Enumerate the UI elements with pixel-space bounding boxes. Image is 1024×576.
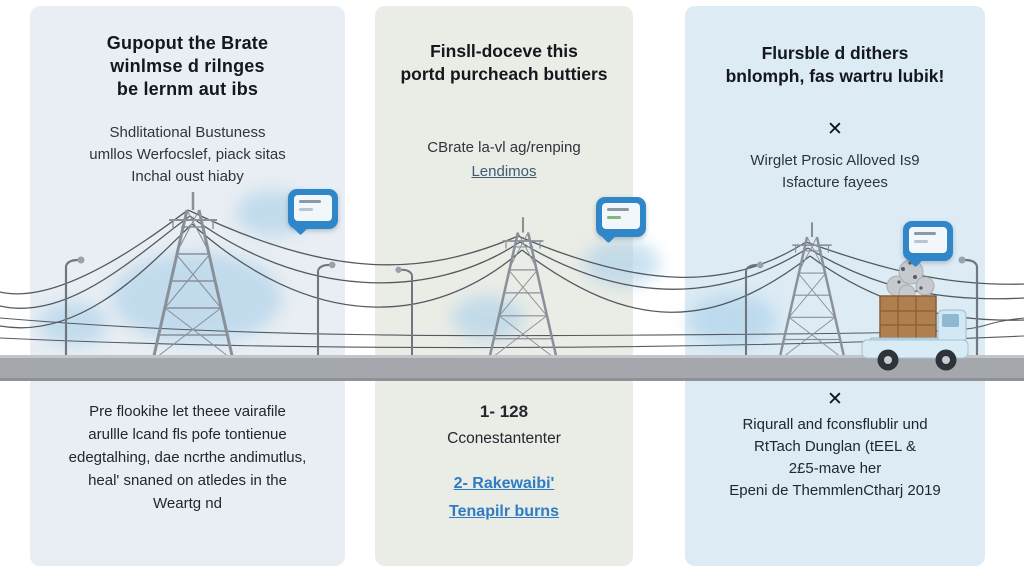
title-line: be lernm aut ibs — [116, 79, 259, 99]
paragraph-line: edegtalhing, dae ncrthe andimutlus, — [68, 449, 307, 466]
power-lines — [0, 209, 1024, 349]
panel-middle — [375, 6, 633, 566]
subtitle-line: Inchal oust hiaby — [131, 168, 244, 185]
cloud-shape — [452, 296, 524, 340]
badge-screen — [909, 227, 947, 253]
title-line: Gupoput the Brate — [106, 33, 269, 53]
media-badge-icon — [903, 221, 953, 268]
paragraph-line: Riqurall and fconsflublir und — [742, 416, 928, 433]
middle-link-2[interactable]: Tenapilr burns — [449, 503, 559, 520]
title-line: Finsll-doceve this — [430, 41, 578, 61]
road — [0, 355, 1024, 381]
cloud-shape — [112, 252, 282, 344]
cross-mark-icon: ✕ — [827, 119, 843, 140]
transmission-tower — [777, 221, 847, 362]
transmission-tower — [151, 190, 235, 362]
middle-link-1[interactable]: 2- Rakewaibi' — [453, 475, 555, 492]
truck — [861, 295, 969, 371]
subtitle-line: Isfacture fayees — [782, 174, 888, 191]
subtitle-line: CBrate la-vl ag/renping — [427, 139, 581, 156]
paragraph-line: RtTach Dunglan (tEEL & — [753, 438, 917, 455]
paragraph-line: Weartg nd — [153, 495, 222, 512]
media-badge-icon — [596, 197, 646, 244]
left-panel-subtitle: Shdlitational Bustuness umllos Werfocsle… — [30, 122, 345, 188]
subtitle-link[interactable]: Lendimos — [471, 163, 537, 180]
subtitle-line: umllos Werfocslef, piack sitas — [89, 146, 286, 163]
paragraph-line: arullle lcand fls pofe tontienue — [88, 426, 287, 443]
middle-list-number: 1- 128 — [479, 402, 529, 421]
middle-panel-subtitle: CBrate la-vl ag/renping Lendimos — [375, 136, 633, 184]
cloud-shape — [584, 240, 660, 286]
cloud-shape — [688, 294, 776, 346]
subtitle-line: Shdlitational Bustuness — [109, 124, 266, 141]
badge-screen — [294, 195, 332, 221]
middle-links-block: 2- Rakewaibi' Tenapilr burns — [375, 470, 633, 526]
left-panel-paragraph: Pre flookihe let theee vairafile arullle… — [30, 400, 345, 515]
right-panel-subtitle: Wirglet Prosic Alloved Is9 Isfacture fay… — [685, 150, 985, 194]
paragraph-line: 2£5-mave her — [788, 460, 882, 477]
right-panel-paragraph: Riqurall and fconsflublir und RtTach Dun… — [685, 414, 985, 502]
subtitle-line: Wirglet Prosic Alloved Is9 — [750, 152, 920, 169]
title-line: bnlomph, fas wartru lubik! — [725, 66, 945, 86]
paragraph-line: Pre flookihe let theee vairafile — [89, 403, 286, 420]
badge-screen — [602, 203, 640, 229]
panel-right — [685, 6, 985, 566]
middle-list-text: Cconestantenter — [447, 430, 561, 447]
street-lamp — [394, 265, 413, 359]
left-panel-title: Gupoput the Brate winlmse d rilnges be l… — [30, 32, 345, 101]
smoke-puffs — [886, 259, 935, 302]
title-line: portd purcheach buttiers — [400, 64, 608, 84]
title-line: winlmse d rilnges — [110, 56, 265, 76]
title-line: Flursble d dithers — [761, 43, 909, 63]
paragraph-line: Epeni de ThemmlenCtharj 2019 — [729, 482, 941, 499]
street-lamp — [64, 255, 86, 360]
cross-mark-icon: ✕ — [827, 389, 843, 410]
right-panel-title: Flursble d dithers bnlomph, fas wartru l… — [685, 42, 985, 88]
paragraph-line: heal' snaned on atledes in the — [88, 472, 287, 489]
media-badge-icon — [288, 189, 338, 236]
middle-panel-title: Finsll-doceve this portd purcheach butti… — [375, 40, 633, 86]
